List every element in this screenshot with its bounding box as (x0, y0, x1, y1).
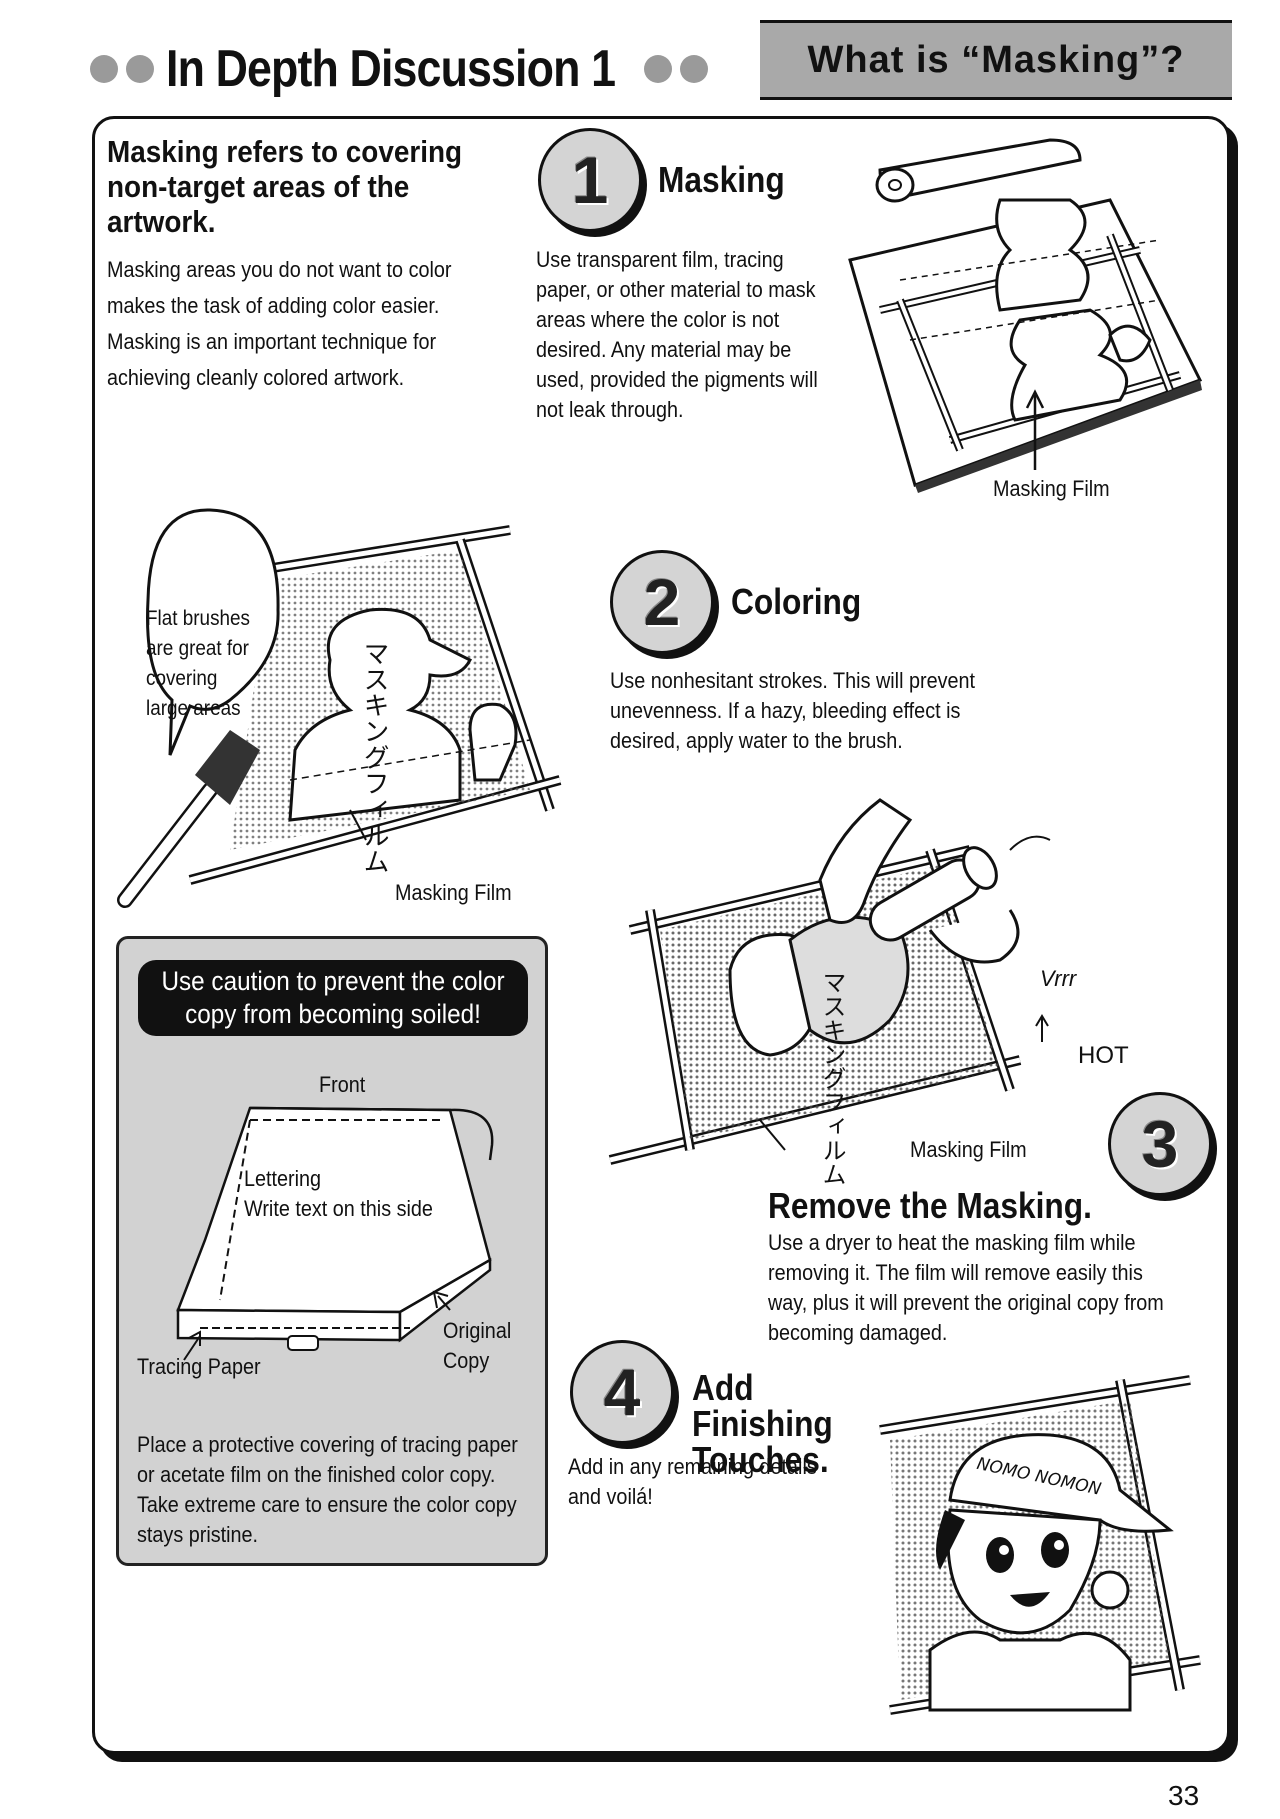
masking-film-illustration (848, 138, 1203, 493)
original-copy-label: Original Copy (443, 1318, 512, 1373)
page-number: 33 (1168, 1780, 1200, 1811)
step-2-title: Coloring (731, 581, 862, 622)
step-4-title: Add Finishing Touches. (692, 1367, 833, 1480)
tracing-paper-label: Tracing Paper (137, 1354, 261, 1379)
topic-badge: What is “Masking”? (760, 20, 1232, 100)
step-1-caption: Masking Film (993, 476, 1110, 501)
write-text-label: Write text on this side (244, 1196, 433, 1221)
lettering-label: Lettering (244, 1166, 322, 1191)
remove-masking-illustration: マスキングフィルム (608, 798, 1051, 1186)
hot-label: HOT (1078, 1042, 1129, 1069)
bullet-dot-icon (680, 55, 709, 83)
bullet-dot-icon (644, 55, 673, 83)
step-3-number-badge: 3 (1108, 1092, 1212, 1196)
topic-badge-text: What is “Masking”? (807, 38, 1185, 81)
step-4-text: Add in any remaining details and voilá! (568, 1454, 817, 1509)
bullet-dot-icon (126, 55, 154, 83)
step-3-text: Use a dryer to heat the masking film whi… (768, 1230, 1164, 1345)
step-4-number-badge: 4 (570, 1340, 674, 1444)
speech-bubble-text: Flat brushes are great for covering larg… (146, 607, 251, 720)
dryer-sfx: Vrrr (1040, 966, 1077, 991)
step-1-title: Masking (658, 159, 785, 200)
intro-text: Masking areas you do not want to color m… (107, 257, 452, 390)
intro-lead: Masking refers to covering non-target ar… (107, 134, 463, 239)
step-2-text: Use nonhesitant strokes. This will preve… (610, 668, 976, 753)
section-title: In Depth Discussion 1 (90, 34, 709, 104)
caution-heading: Use caution to prevent the color copy fr… (138, 960, 528, 1036)
coloring-illustration: マスキングフィルム (117, 508, 562, 908)
step-2-caption: Masking Film (395, 880, 512, 905)
tracing-paper-diagram (176, 1106, 494, 1361)
finished-artwork-illustration: NOMO NOMON (879, 1375, 1201, 1715)
film-label-vertical: マスキングフィルム (359, 640, 389, 874)
step-1-number-badge: 1 (538, 128, 642, 232)
bullet-dot-icon (90, 55, 118, 83)
step-3-title: Remove the Masking. (768, 1185, 1092, 1226)
step-3-caption: Masking Film (910, 1137, 1027, 1162)
front-label: Front (319, 1072, 366, 1097)
step-2-number-badge: 2 (610, 550, 714, 654)
caution-text: Place a protective covering of tracing p… (137, 1432, 518, 1547)
film-label-vertical-3: マスキングフィルム (818, 970, 846, 1186)
section-title-text: In Depth Discussion 1 (166, 40, 616, 98)
step-1-text: Use transparent film, tracing paper, or … (536, 247, 818, 422)
